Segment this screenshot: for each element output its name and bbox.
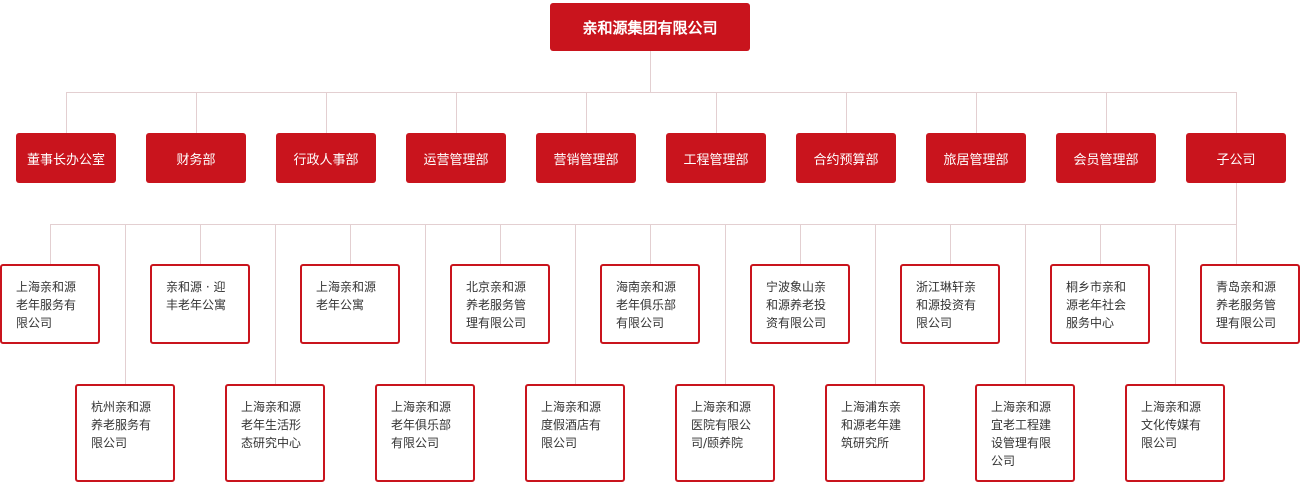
connector-subsidiary-stem: [1236, 183, 1237, 224]
connector-dept-drop: [196, 92, 197, 133]
connector-sub-drop: [725, 224, 726, 384]
connector-sub-drop: [950, 224, 951, 264]
root-label: 亲和源集团有限公司: [582, 18, 718, 37]
dept-label: 合约预算部: [813, 152, 879, 168]
connector-dept-drop: [66, 92, 67, 133]
connector-sub-drop: [350, 224, 351, 264]
connector-dept-drop: [1106, 92, 1107, 133]
subsidiary-label: 上海亲和源 老年生活形 态研究中心: [241, 400, 302, 450]
subsidiary-label: 上海亲和源 文化传媒有 限公司: [1141, 400, 1202, 450]
subsidiary-label: 上海亲和源 医院有限公 司/颐养院: [691, 400, 752, 450]
dept-travel-residence[interactable]: 旅居管理部: [926, 133, 1026, 183]
connector-sub-drop: [1100, 224, 1101, 264]
dept-contract-budget[interactable]: 合约预算部: [796, 133, 896, 183]
subsidiary-node[interactable]: 北京亲和源 养老服务管 理有限公司: [450, 264, 550, 344]
connector-sub-drop: [50, 224, 51, 264]
dept-label: 旅居管理部: [943, 152, 1009, 168]
dept-label: 财务部: [176, 152, 216, 168]
dept-operations[interactable]: 运营管理部: [406, 133, 506, 183]
subsidiary-node[interactable]: 上海浦东亲 和源老年建 筑研究所: [825, 384, 925, 482]
subsidiary-node[interactable]: 上海亲和源 医院有限公 司/颐养院: [675, 384, 775, 482]
connector-sub-drop: [875, 224, 876, 384]
connector-dept-drop: [716, 92, 717, 133]
connector-sub-drop: [800, 224, 801, 264]
dept-label: 运营管理部: [423, 152, 489, 168]
subsidiary-node[interactable]: 上海亲和源 老年服务有 限公司: [0, 264, 100, 344]
subsidiary-label: 上海亲和源 老年服务有 限公司: [16, 280, 77, 330]
subsidiary-node[interactable]: 上海亲和源 老年俱乐部 有限公司: [375, 384, 475, 482]
subsidiary-node[interactable]: 上海亲和源 文化传媒有 限公司: [1125, 384, 1225, 482]
connector-dept-drop: [976, 92, 977, 133]
dept-label: 行政人事部: [293, 152, 359, 168]
subsidiary-label: 杭州亲和源 养老服务有 限公司: [91, 400, 152, 450]
connector-root-stem: [650, 51, 651, 92]
dept-label: 董事长办公室: [26, 152, 105, 168]
subsidiary-label: 桐乡市亲和 源老年社会 服务中心: [1066, 280, 1127, 330]
connector-dept-drop: [456, 92, 457, 133]
subsidiary-node[interactable]: 上海亲和源 度假酒店有 限公司: [525, 384, 625, 482]
root-node[interactable]: 亲和源集团有限公司: [550, 3, 750, 51]
connector-dept-drop: [586, 92, 587, 133]
dept-membership[interactable]: 会员管理部: [1056, 133, 1156, 183]
subsidiary-node[interactable]: 杭州亲和源 养老服务有 限公司: [75, 384, 175, 482]
connector-sub-drop: [1025, 224, 1026, 384]
connector-sub-drop: [1175, 224, 1176, 384]
subsidiary-node[interactable]: 浙江琳轩亲 和源投资有 限公司: [900, 264, 1000, 344]
subsidiary-node[interactable]: 宁波象山亲 和源养老投 资有限公司: [750, 264, 850, 344]
dept-label: 子公司: [1216, 152, 1256, 168]
subsidiary-label: 宁波象山亲 和源养老投 资有限公司: [766, 280, 827, 330]
subsidiary-node[interactable]: 亲和源 · 迎 丰老年公寓: [150, 264, 250, 344]
connector-dept-drop: [846, 92, 847, 133]
dept-label: 会员管理部: [1073, 152, 1139, 168]
dept-marketing[interactable]: 营销管理部: [536, 133, 636, 183]
dept-chairman-office[interactable]: 董事长办公室: [16, 133, 116, 183]
subsidiary-label: 青岛亲和源 养老服务管 理有限公司: [1216, 280, 1277, 330]
subsidiary-label: 海南亲和源 老年俱乐部 有限公司: [616, 280, 677, 330]
connector-sub-drop: [275, 224, 276, 384]
subsidiary-label: 上海亲和源 老年俱乐部 有限公司: [391, 400, 452, 450]
subsidiary-label: 亲和源 · 迎 丰老年公寓: [166, 280, 227, 312]
subsidiary-label: 上海亲和源 宜老工程建 设管理有限 公司: [991, 400, 1052, 468]
dept-admin-hr[interactable]: 行政人事部: [276, 133, 376, 183]
connector-sub-drop: [125, 224, 126, 384]
subsidiary-node[interactable]: 上海亲和源 老年公寓: [300, 264, 400, 344]
subsidiary-node[interactable]: 桐乡市亲和 源老年社会 服务中心: [1050, 264, 1150, 344]
subsidiary-node[interactable]: 青岛亲和源 养老服务管 理有限公司: [1200, 264, 1300, 344]
subsidiary-node[interactable]: 海南亲和源 老年俱乐部 有限公司: [600, 264, 700, 344]
connector-dept-drop: [1236, 92, 1237, 133]
subsidiary-label: 浙江琳轩亲 和源投资有 限公司: [916, 280, 977, 330]
connector-dept-bus: [66, 92, 1237, 93]
connector-sub-drop: [650, 224, 651, 264]
connector-sub-drop: [200, 224, 201, 264]
connector-subsidiary-bus: [50, 224, 1237, 225]
subsidiary-node[interactable]: 上海亲和源 宜老工程建 设管理有限 公司: [975, 384, 1075, 482]
dept-engineering[interactable]: 工程管理部: [666, 133, 766, 183]
connector-sub-drop: [575, 224, 576, 384]
subsidiary-label: 上海亲和源 度假酒店有 限公司: [541, 400, 602, 450]
subsidiary-label: 北京亲和源 养老服务管 理有限公司: [466, 280, 527, 330]
subsidiary-label: 上海亲和源 老年公寓: [316, 280, 377, 312]
dept-subsidiaries[interactable]: 子公司: [1186, 133, 1286, 183]
dept-label: 工程管理部: [683, 152, 749, 168]
subsidiary-label: 上海浦东亲 和源老年建 筑研究所: [841, 400, 902, 450]
connector-sub-drop: [425, 224, 426, 384]
dept-finance[interactable]: 财务部: [146, 133, 246, 183]
subsidiary-node[interactable]: 上海亲和源 老年生活形 态研究中心: [225, 384, 325, 482]
connector-sub-drop: [500, 224, 501, 264]
connector-dept-drop: [326, 92, 327, 133]
dept-label: 营销管理部: [553, 152, 619, 168]
connector-sub-drop: [1236, 224, 1237, 264]
